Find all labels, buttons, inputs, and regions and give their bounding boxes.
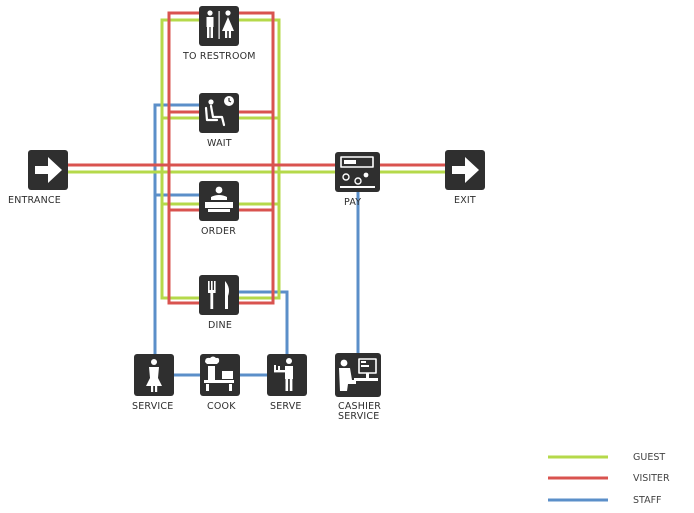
serve-label: SERVE <box>270 401 302 412</box>
arrow-right-icon <box>35 157 62 183</box>
entrance-label: ENTRANCE <box>8 195 61 206</box>
pay-label: PAY <box>344 197 361 208</box>
chef-stove-icon <box>204 356 234 391</box>
legend-guest-label: GUEST <box>633 452 665 463</box>
arrow-right-icon <box>452 157 479 183</box>
server-person-icon <box>146 359 162 392</box>
node-service: SERVICE <box>132 354 174 412</box>
node-pay: PAY <box>335 152 380 208</box>
node-cashier: CASHIER SERVICE <box>335 353 381 422</box>
node-exit: EXIT <box>445 150 485 206</box>
restroom-icon <box>206 10 234 39</box>
restroom-label: TO RESTROOM <box>182 51 256 62</box>
guest-lines <box>50 18 468 300</box>
staff-lines <box>153 103 360 377</box>
cashier-label-line2: SERVICE <box>338 411 379 422</box>
cashier-label-line1: CASHIER <box>338 401 381 412</box>
node-restroom: TO RESTROOM <box>182 6 256 62</box>
fork-knife-icon <box>208 281 229 309</box>
node-order: ORDER <box>199 181 239 237</box>
wait-label: WAIT <box>207 138 232 149</box>
legend-staff-label: STAFF <box>633 495 662 506</box>
visitor-lines <box>50 11 468 305</box>
cashier-computer-icon <box>339 358 378 391</box>
legend-visitor-label: VISITER <box>633 473 670 484</box>
node-cook: COOK <box>200 354 240 412</box>
order-label: ORDER <box>201 226 236 237</box>
node-wait: WAIT <box>199 93 239 149</box>
exit-label: EXIT <box>454 195 476 206</box>
node-serve: SERVE <box>267 354 307 412</box>
staff-line-serve-dine <box>232 290 289 375</box>
menu-reading-icon <box>205 186 233 212</box>
dine-label: DINE <box>208 320 232 331</box>
cash-register-icon <box>340 156 375 188</box>
node-entrance: ENTRANCE <box>8 150 68 206</box>
node-dine: DINE <box>199 275 239 331</box>
service-label: SERVICE <box>132 401 173 412</box>
waiter-tray-icon <box>274 358 293 391</box>
cook-label: COOK <box>207 401 236 412</box>
waiting-chair-clock-icon <box>204 96 234 127</box>
legend: GUEST VISITER STAFF <box>548 452 670 506</box>
